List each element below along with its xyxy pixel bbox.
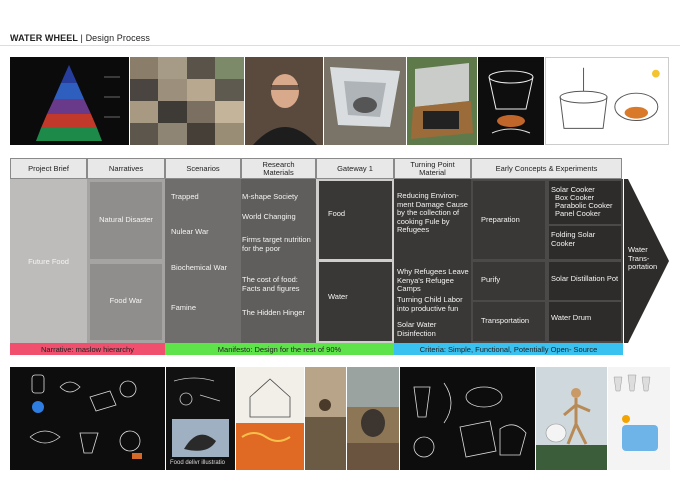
solar-cooker-photo: [324, 57, 406, 145]
turning-point-environment: Reducing Environ-ment Damage Cause by th…: [397, 191, 468, 234]
turning-point-column: [394, 179, 471, 343]
header-gateway: Gateway 1: [316, 158, 394, 179]
narrative-natural-disaster: Natural Disaster: [99, 215, 153, 224]
experiment-cooker-block: [549, 181, 621, 224]
experiment-panel-cooker: Panel Cooker: [555, 209, 601, 218]
speaker-portrait-image: [245, 57, 323, 145]
research-world-changing: World Changing: [242, 212, 296, 221]
experiment-distillation-block: [549, 262, 621, 300]
experiment-solar-distillation: Solar Distillation Pot: [551, 274, 619, 283]
experiment-box-cooker: Box Cooker: [555, 193, 595, 202]
criteria-bar: Criteria: Simple, Functional, Potentiall…: [394, 343, 623, 355]
food-delivery-illustration: Food delivr illustratio: [166, 367, 235, 470]
gateway-food-block: [319, 181, 392, 259]
header-scenarios: Scenarios: [165, 158, 241, 179]
gateway-food: Food: [328, 209, 346, 218]
header-project-brief: Project Brief: [10, 158, 87, 179]
header-narratives: Narratives: [87, 158, 165, 179]
sketch-board-1-image: [10, 367, 165, 470]
sketch-board-2-image: [400, 367, 535, 470]
research-hidden-hinger: The Hidden Hinger: [242, 308, 305, 317]
experiment-parabolic-cooker: Parabolic Cooker: [555, 201, 613, 210]
experiment-folding-solar-cooker: Folding Solar Cooker: [551, 230, 596, 248]
experiment-drum-block: [549, 302, 621, 341]
title-subtitle: Design Process: [85, 33, 151, 43]
research-firms-target: Firms target nutrition for the poor: [242, 235, 311, 253]
turning-point-solar-water: Solar Water Disinfection: [397, 320, 437, 338]
concept-purify: Purify: [481, 275, 501, 284]
house-sketch-image: [236, 367, 304, 470]
gateway-water-block: [319, 262, 392, 341]
project-brief-label: Future Food: [28, 257, 69, 266]
mannequin-model-photo: [536, 367, 607, 470]
experiment-folding-block: [549, 226, 621, 259]
scenario-biochemical-war: Biochemical War: [171, 263, 227, 272]
concept-transportation: Transportation: [481, 316, 530, 325]
header-research-materials: Research Materials: [241, 158, 316, 179]
manifesto-bar: Manifesto: Design for the rest of 90%: [165, 343, 394, 355]
header-early-concepts: Early Concepts & Experiments: [471, 158, 622, 179]
concept-preparation: Preparation: [481, 215, 520, 224]
concept-purify-block: [473, 262, 545, 300]
experiment-solar-cooker: Solar Cooker: [551, 185, 595, 194]
maslow-pyramid-image: [10, 57, 129, 145]
water-container-photo: [347, 367, 399, 470]
research-m-shape: M-shape Society: [242, 192, 298, 201]
narrative-food-war: Food War: [109, 296, 143, 305]
narrative-block-2: [90, 264, 162, 340]
header-turning-point: Turning Point Material: [394, 158, 471, 179]
narrative-block-1: [90, 182, 162, 259]
concept-transportation-block: [473, 302, 545, 341]
page-title: WATER WHEEL | Design Process: [10, 33, 150, 43]
concept-preparation-block: [473, 181, 545, 259]
title-bold: WATER WHEEL: [10, 33, 78, 43]
title-separator: |: [77, 33, 86, 43]
refugee-collage-image: [130, 57, 244, 145]
photo-caption: Food delivr illustratio: [170, 460, 226, 466]
outcome-arrow: [624, 179, 669, 343]
prototype-render-image: [608, 367, 670, 470]
turning-point-kenya: Why Refugees Leave Kenya's Refugee Camps: [397, 267, 469, 293]
concept-sketch-image: [478, 57, 544, 145]
gateway-water: Water: [328, 292, 348, 301]
outcome-water-transportation: Water Trans-portation: [628, 245, 658, 271]
village-photo: [305, 367, 346, 470]
scenario-trapped: Trapped: [171, 192, 199, 201]
research-column: [241, 179, 316, 343]
narrative-bar: Narrative: maslow hierarchy: [10, 343, 165, 355]
header-bar: WATER WHEEL | Design Process: [0, 0, 680, 46]
project-brief-block: [10, 179, 87, 343]
scenario-famine: Famine: [171, 303, 197, 312]
box-cooker-photo: [407, 57, 477, 145]
experiment-water-drum: Water Drum: [551, 313, 592, 322]
turning-point-child-labor: Turning Child Labor into productive fun: [397, 295, 463, 313]
scenario-nulear-war: Nulear War: [171, 227, 209, 236]
scenarios-column: [165, 179, 241, 343]
pot-sketch-image: [545, 57, 669, 145]
research-cost-of-food: The cost of food: Facts and figures: [242, 275, 300, 293]
